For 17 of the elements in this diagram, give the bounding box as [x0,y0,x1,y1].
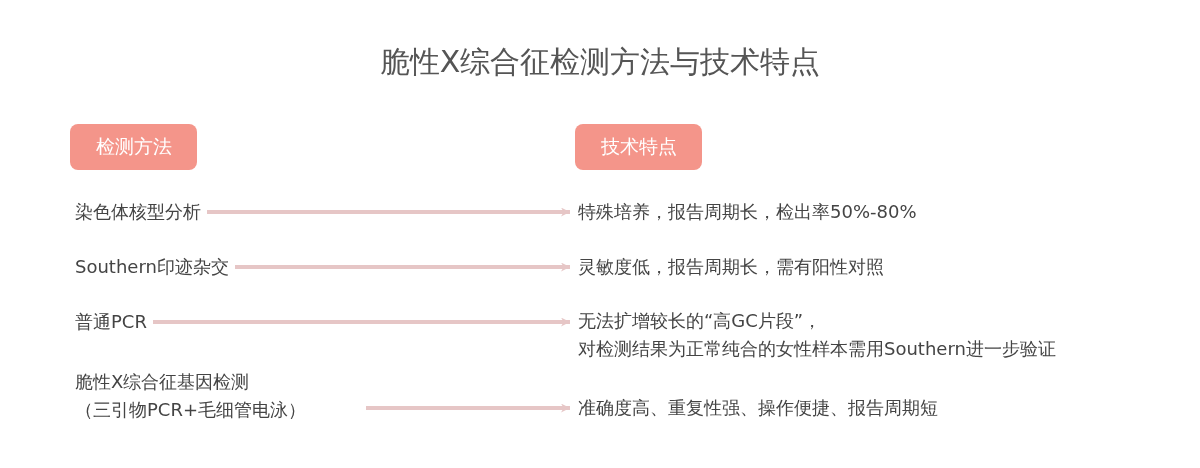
header-badge [575,124,702,170]
row-text: 灵敏度低，报告周期长，需有阳性对照 [578,255,884,279]
row-text: 无法扩增较长的“高GC片段”，对检测结果为正常纯合的女性样本需用Southern进一步验证 [578,309,1057,361]
arrow [366,403,570,413]
header-label: 技术特点 [600,134,677,159]
row-text: Southern印迹杂交 [75,255,229,279]
row-text: 准确度高、重复性强、操作便捷、报告周期短 [578,396,938,420]
row-text: 染色体核型分析 [75,200,201,224]
row-text: 普通PCR [75,310,147,334]
header-label: 检测方法 [95,134,172,159]
header-badge [70,124,197,170]
arrow [235,262,570,272]
title: 脆性X综合征检测方法与技术特点 [378,43,822,81]
arrow [153,317,570,327]
arrow [207,207,570,217]
row-text: 特殊培养，报告周期长，检出率50%-80% [578,200,917,224]
row-text: 脆性X综合征基因检测（三引物PCR+毛细管电泳） [75,370,307,422]
